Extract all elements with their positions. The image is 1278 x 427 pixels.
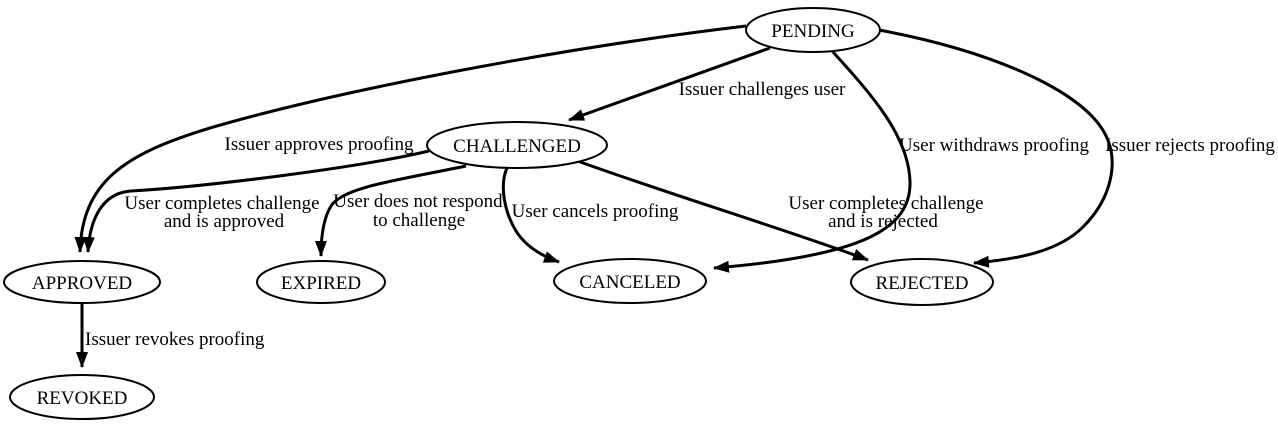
node-pending-label: PENDING bbox=[771, 21, 855, 42]
edge-label-challenged-to-approved-line2: and is approved bbox=[164, 211, 285, 232]
node-challenged-label: CHALLENGED bbox=[453, 136, 581, 157]
node-challenged: CHALLENGED bbox=[426, 121, 608, 169]
edge-challenged-to-rejected bbox=[571, 157, 869, 262]
node-challenged-shape bbox=[426, 121, 608, 169]
edge-label-challenged-to-approved-line1: User completes challenge bbox=[124, 193, 319, 214]
node-canceled-shape bbox=[553, 258, 707, 304]
edge-challenged-to-canceled bbox=[501, 167, 560, 264]
node-revoked: REVOKED bbox=[9, 374, 155, 420]
edge-challenged-to-expired bbox=[315, 164, 467, 257]
edge-pending-to-challenged bbox=[568, 46, 771, 122]
node-revoked-shape bbox=[9, 374, 155, 420]
node-canceled-label: CANCELED bbox=[579, 272, 680, 293]
edge-label-pending-to-challenged: Issuer challenges user bbox=[679, 79, 846, 100]
edge-label-approved-to-revoked: Issuer revokes proofing bbox=[85, 329, 265, 350]
edge-label-pending-to-approved: Issuer approves proofing bbox=[225, 134, 414, 155]
node-expired-label: EXPIRED bbox=[281, 273, 361, 294]
edge-label-challenged-to-rejected-line1: User completes challenge bbox=[788, 193, 983, 214]
edge-pending-to-canceled bbox=[713, 50, 912, 273]
edge-label-challenged-to-rejected-line2: and is rejected bbox=[828, 211, 938, 232]
node-expired: EXPIRED bbox=[256, 260, 386, 304]
node-rejected-shape bbox=[850, 258, 994, 306]
node-canceled: CANCELED bbox=[553, 258, 707, 304]
edge-pending-to-rejected bbox=[878, 28, 1114, 268]
node-approved-shape bbox=[3, 260, 161, 304]
node-revoked-label: REVOKED bbox=[37, 388, 128, 409]
node-pending-shape bbox=[745, 7, 881, 53]
edge-label-pending-to-rejected: Issuer rejects proofing bbox=[1105, 135, 1275, 156]
node-approved-label: APPROVED bbox=[32, 273, 132, 294]
edge-challenged-to-approved bbox=[82, 149, 430, 253]
node-expired-shape bbox=[256, 260, 386, 304]
node-pending: PENDING bbox=[745, 7, 881, 53]
node-rejected: REJECTED bbox=[850, 258, 994, 306]
edge-label-challenged-to-expired-line1: User does not respond bbox=[333, 191, 503, 212]
edge-label-challenged-to-canceled: User cancels proofing bbox=[512, 201, 679, 222]
edge-label-challenged-to-expired-line2: to challenge bbox=[373, 210, 465, 231]
node-approved: APPROVED bbox=[3, 260, 161, 304]
edge-label-pending-to-canceled: User withdraws proofing bbox=[899, 135, 1089, 156]
node-rejected-label: REJECTED bbox=[876, 273, 969, 294]
edge-pending-to-approved bbox=[74, 24, 747, 253]
